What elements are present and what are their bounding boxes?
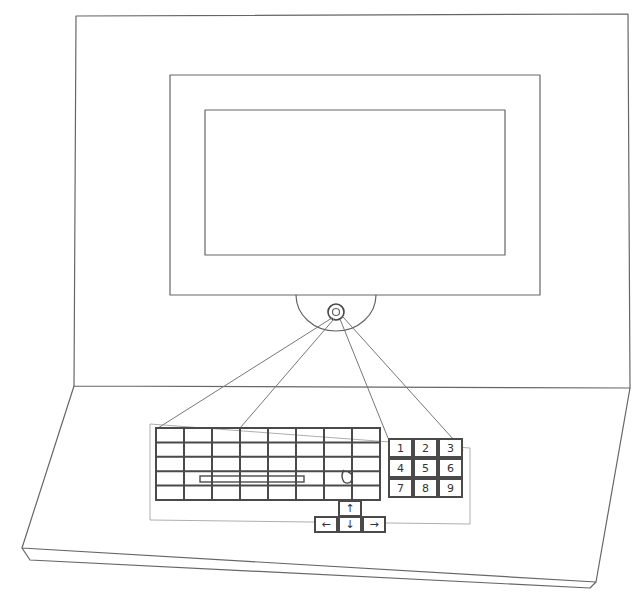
key-label: 5 — [422, 463, 429, 474]
numpad-key: 5 — [413, 458, 438, 478]
numpad-key: 7 — [388, 478, 413, 498]
key-label: 9 — [447, 483, 454, 494]
camera-lens — [328, 304, 344, 320]
numpad-key: 9 — [438, 478, 463, 498]
key-label: 8 — [422, 483, 429, 494]
arrow-key: ↑ — [338, 500, 362, 517]
key-label: 3 — [447, 443, 454, 454]
camera-lens-inner — [333, 309, 340, 316]
arrow-key: ↓ — [338, 516, 362, 533]
key-label: ↑ — [345, 503, 354, 514]
arrow-key: → — [362, 516, 386, 533]
key-label: ← — [321, 519, 330, 530]
pointer-symbol — [342, 470, 353, 483]
camera-housing — [296, 295, 376, 331]
key-label: 1 — [397, 443, 404, 454]
key-label: 7 — [397, 483, 404, 494]
space-bar — [200, 476, 304, 482]
numpad-key: 3 — [438, 438, 463, 458]
numpad-key: 4 — [388, 458, 413, 478]
key-label: → — [369, 519, 378, 530]
laptop-base — [22, 386, 630, 588]
key-label: 4 — [397, 463, 404, 474]
arrow-key: ← — [314, 516, 338, 533]
screen-bezel — [170, 75, 540, 295]
numpad-key: 1 — [388, 438, 413, 458]
numpad-key: 2 — [413, 438, 438, 458]
projection-line — [158, 317, 463, 450]
projected-grid — [150, 424, 470, 524]
key-label: ↓ — [345, 519, 354, 530]
key-label: 2 — [422, 443, 429, 454]
numpad-key: 6 — [438, 458, 463, 478]
numpad-key: 8 — [413, 478, 438, 498]
main-keyboard — [156, 428, 380, 500]
screen — [205, 110, 505, 255]
laptop-lid — [74, 14, 630, 388]
key-label: 6 — [447, 463, 454, 474]
